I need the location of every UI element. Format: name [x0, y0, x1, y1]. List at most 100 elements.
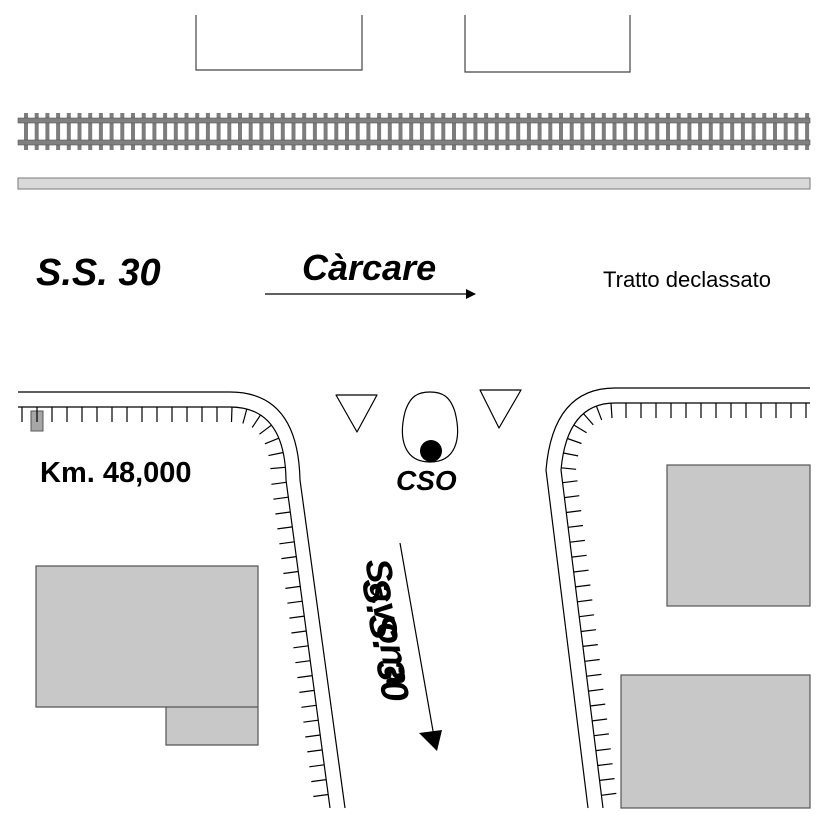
curb-tick	[590, 703, 606, 707]
rail-sleeper	[312, 113, 317, 150]
rail-sleeper	[441, 113, 446, 150]
rail-sleeper	[387, 113, 392, 150]
curb-tick	[270, 466, 286, 470]
curb-tick	[568, 524, 584, 528]
curb-tick	[592, 718, 608, 722]
building-bottom-left	[35, 565, 259, 746]
road-label-top: S.S. 30	[36, 252, 161, 294]
rail-sleeper	[591, 113, 596, 150]
rail-sleeper	[505, 113, 510, 150]
top-building-right	[464, 15, 631, 73]
curb-tick	[313, 793, 329, 798]
curb-tick	[601, 792, 617, 796]
rail-sleeper	[45, 113, 50, 150]
curb-tick	[311, 779, 327, 783]
curb-tick	[309, 764, 325, 768]
curb-tick	[307, 749, 323, 753]
curb-tick	[564, 495, 580, 499]
island-left	[335, 394, 378, 433]
rail-sleeper	[409, 113, 414, 150]
curb-tick	[287, 600, 303, 604]
island-right	[479, 389, 522, 429]
curb-tick	[285, 585, 301, 589]
curb-tick	[561, 467, 577, 470]
curb-tick	[593, 733, 609, 737]
rail-sleeper	[280, 113, 285, 150]
rail-sleeper	[345, 113, 349, 150]
curb-tick	[264, 437, 280, 445]
curb-tick	[582, 644, 598, 647]
rail-sleeper	[783, 113, 788, 150]
rail-sleeper	[687, 113, 692, 150]
rail-sleeper	[730, 113, 735, 150]
rail-sleeper	[430, 113, 435, 150]
rail-sleeper	[120, 113, 125, 150]
rail-sleeper	[526, 113, 531, 150]
curb-tick	[303, 719, 319, 723]
curb-tick	[584, 658, 600, 662]
curb-right	[545, 387, 810, 809]
rail-sleeper	[805, 113, 810, 150]
rail-sleeper	[398, 113, 403, 150]
rail-sleeper	[109, 113, 114, 150]
rail-sleeper	[633, 113, 638, 150]
building-right-lower	[620, 674, 811, 809]
rail-sleeper	[569, 113, 574, 150]
rail-sleeper	[644, 113, 649, 150]
curb-tick	[230, 406, 233, 423]
rail-sleeper	[163, 113, 168, 150]
arrow-savona	[399, 542, 437, 749]
rail-sleeper	[740, 113, 745, 150]
rail-sleeper	[152, 113, 157, 150]
rail-sleeper	[559, 113, 563, 150]
rail-sleeper	[377, 113, 382, 150]
rail-sleeper	[227, 113, 232, 150]
rail-sleeper	[666, 113, 670, 150]
rail-sleeper	[34, 113, 39, 150]
curb-tick	[281, 556, 297, 560]
road-band	[17, 177, 811, 190]
rail-top	[17, 117, 811, 124]
rail-sleeper	[794, 113, 799, 150]
curb-left-ticks	[21, 406, 329, 798]
curb-tick	[268, 451, 284, 457]
curb-tick	[293, 645, 309, 649]
curb-tick	[283, 570, 299, 575]
rail-sleeper	[676, 113, 681, 150]
rail-sleeper	[601, 113, 606, 150]
curb-tick	[577, 599, 593, 603]
island-center	[401, 391, 459, 463]
rail-sleeper	[612, 113, 617, 150]
rail-sleeper	[355, 113, 360, 150]
rail-sleeper	[484, 113, 489, 150]
rail-sleeper	[462, 113, 467, 150]
km-label: Km. 48,000	[40, 457, 192, 489]
rail-sleeper	[88, 113, 93, 150]
curb-tick	[251, 414, 261, 428]
rail-sleeper	[773, 113, 777, 150]
rail-sleeper	[238, 113, 242, 150]
rail-sleeper	[419, 113, 424, 150]
direction-label-carcare: Càrcare	[302, 247, 437, 288]
rail-sleeper	[205, 113, 210, 150]
rail-sleeper	[494, 113, 499, 150]
rail-sleeper	[302, 113, 307, 150]
rail-sleeper	[623, 113, 628, 150]
rail-sleeper	[291, 113, 296, 150]
station-label: CSO	[396, 465, 457, 496]
curb-tick	[562, 480, 578, 484]
rail-sleeper	[216, 113, 221, 150]
curb-left-outer	[18, 391, 346, 809]
curb-tick	[597, 763, 613, 767]
rail-sleeper	[473, 113, 478, 150]
rail-sleeper	[366, 113, 371, 150]
curb-tick	[242, 408, 248, 424]
rail-sleeper	[66, 113, 71, 150]
curb-tick	[595, 748, 611, 752]
arrow-savona-head	[419, 730, 442, 751]
rail-sleeper	[56, 113, 61, 150]
curb-tick	[299, 689, 315, 693]
curb-tick	[586, 673, 602, 677]
declassified-note: Tratto declassato	[603, 267, 771, 292]
